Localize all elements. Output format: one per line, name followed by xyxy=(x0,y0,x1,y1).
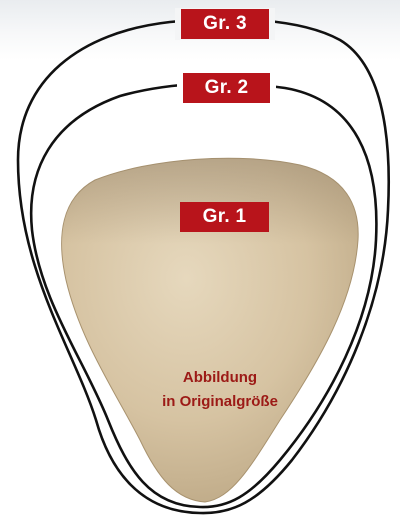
size-label-gr1: Gr. 1 xyxy=(180,202,269,232)
size-label-gr2: Gr. 2 xyxy=(183,73,270,103)
size-label-gr3: Gr. 3 xyxy=(181,9,269,39)
caption-line-1: Abbildung xyxy=(130,366,310,390)
caption-line-2: in Originalgröße xyxy=(130,390,310,414)
